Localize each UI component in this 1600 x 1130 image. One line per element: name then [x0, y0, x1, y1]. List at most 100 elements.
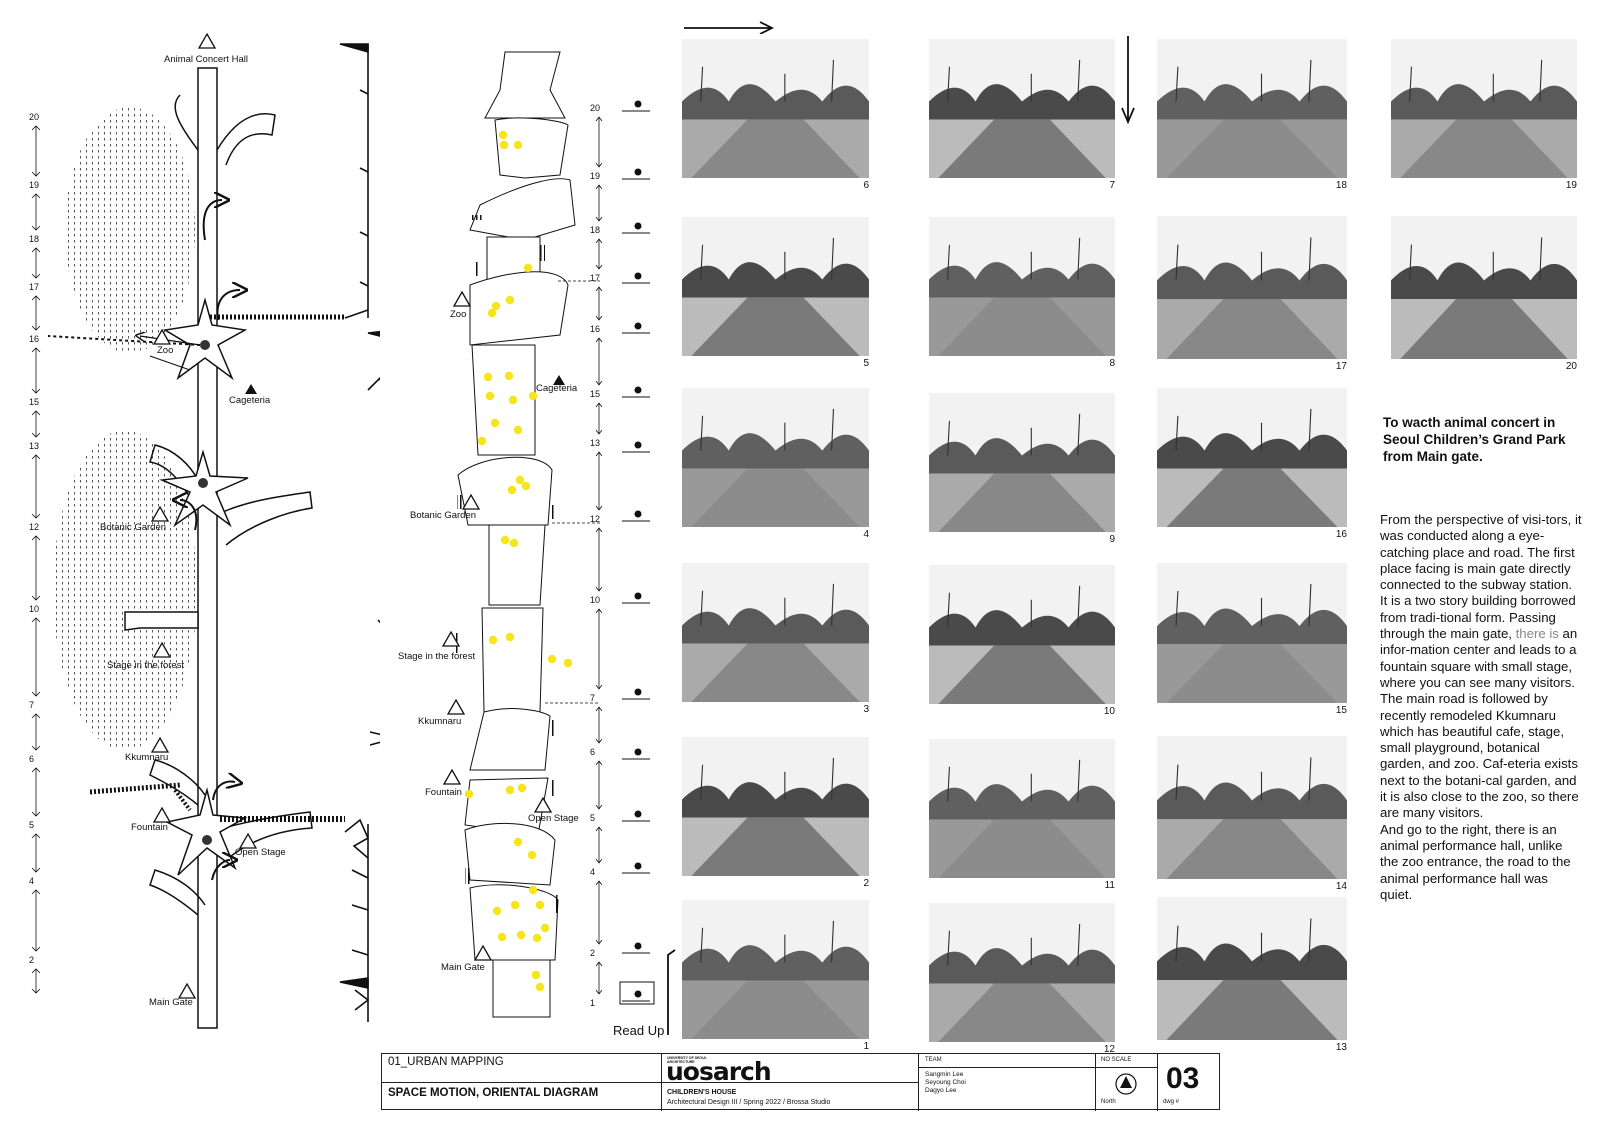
left-scale-label: 6 [29, 754, 34, 764]
visitor-dot [535, 900, 545, 910]
team-label: TEAM [925, 1057, 942, 1063]
scale-arrow [595, 286, 603, 321]
position-dot [634, 222, 642, 230]
left-scale-label: 16 [29, 334, 39, 344]
visitor-dot [487, 308, 497, 318]
scale-arrow [31, 247, 41, 279]
visitor-dot [508, 395, 518, 405]
photo-number: 20 [1565, 361, 1577, 372]
photo-number: 18 [1335, 180, 1347, 191]
position-dot [634, 942, 642, 950]
visitor-dot [510, 900, 520, 910]
site-photo [682, 39, 869, 178]
team-member: Seyoung Choi [925, 1079, 966, 1086]
left-scale-label: 7 [29, 700, 34, 710]
scale-arrow [595, 238, 603, 270]
mid-scale-label: 15 [590, 389, 600, 399]
mid-scale-label: 20 [590, 103, 600, 113]
visitor-dot [527, 850, 537, 860]
photo-number: 6 [863, 180, 869, 191]
photo-number: 17 [1335, 361, 1347, 372]
landmark-zoo: Zoo [157, 345, 173, 356]
landmark-botanic-garden: Botanic Garden [100, 522, 166, 533]
visitor-dot [483, 372, 493, 382]
visitor-dot [516, 930, 526, 940]
landmark-stage-in-forest: Stage in the forest [107, 660, 184, 671]
sequence-diagram: Zoo Cageteria Botanic Garden Stage in th… [398, 51, 676, 1038]
visitor-dot [513, 837, 523, 847]
sheet-title: SPACE MOTION, ORIENTAL DIAGRAM [388, 1087, 599, 1099]
site-photo [1157, 897, 1347, 1040]
position-dot [634, 168, 642, 176]
mid-scale-label: 7 [590, 693, 595, 703]
site-photo [929, 217, 1115, 356]
visitor-dot [528, 391, 538, 401]
triangle-icon [152, 328, 172, 345]
site-photo [682, 388, 869, 527]
site-photo [929, 393, 1115, 532]
scale-arrow [31, 617, 41, 697]
site-photo [929, 739, 1115, 878]
visitor-dot [515, 475, 525, 485]
left-scale-label: 19 [29, 180, 39, 190]
mid-scale-label: 16 [590, 324, 600, 334]
site-photo [1157, 388, 1347, 527]
mid-scale-label: 19 [590, 171, 600, 181]
landmark-cageteria: Cageteria [229, 395, 271, 406]
left-motion-diagram: Animal Concert Hall Zoo Cageteria Botani… [29, 32, 380, 1029]
photo-number: 9 [1109, 534, 1115, 545]
site-photo [929, 903, 1115, 1042]
mid-scale-label: 10 [590, 595, 600, 605]
photo-number: 10 [1103, 706, 1115, 717]
site-photo [1157, 216, 1347, 359]
mid-scale-label: 12 [590, 514, 600, 524]
north-arrow-icon [1115, 1073, 1137, 1095]
section-label: 01_URBAN MAPPING [388, 1056, 504, 1068]
visitor-dot [505, 632, 515, 642]
triangle-icon [197, 32, 217, 49]
photo-number: 11 [1104, 880, 1115, 891]
mid-label-kkumnaru: Kkumnaru [418, 716, 461, 727]
site-photo [682, 900, 869, 1039]
mid-scale-label: 1 [590, 998, 595, 1008]
site-photo [929, 39, 1115, 178]
visitor-dot [505, 785, 515, 795]
landmark-animal-concert-hall: Animal Concert Hall [164, 54, 248, 65]
triangle-icon [177, 982, 197, 999]
visitor-dot [513, 140, 523, 150]
visitor-dot [491, 301, 501, 311]
photo-number: 19 [1565, 180, 1577, 191]
mid-label-stage-in-forest: Stage in the forest [398, 651, 475, 662]
position-dot [634, 441, 642, 449]
triangle-icon [150, 736, 170, 753]
landmark-fountain: Fountain [131, 822, 168, 833]
photo-number: 3 [863, 704, 869, 715]
photo-number: 12 [1103, 1044, 1115, 1055]
site-photo [1157, 736, 1347, 879]
scale-arrow [31, 410, 41, 438]
visitor-dot [517, 783, 527, 793]
visitor-dot [464, 789, 474, 799]
left-scale-label: 4 [29, 876, 34, 886]
scale-arrow [31, 535, 41, 601]
visitor-dot [477, 436, 487, 446]
triangle-icon [152, 641, 172, 658]
position-dot [634, 510, 642, 518]
visitor-dot [523, 263, 533, 273]
scale-arrow [31, 767, 41, 817]
landmark-open-stage: Open Stage [235, 847, 286, 858]
mid-label-botanic-garden: Botanic Garden [410, 510, 476, 521]
filled-triangle-icon [553, 375, 565, 385]
project-name: CHILDREN'S HOUSE [667, 1089, 737, 1096]
triangle-icon [473, 944, 493, 961]
photo-number: 2 [863, 878, 869, 889]
photo-number: 8 [1109, 358, 1115, 369]
photo-number: 4 [863, 529, 869, 540]
photo-number: 13 [1335, 1042, 1347, 1053]
landmark-main-gate: Main Gate [149, 997, 193, 1008]
site-photo [929, 565, 1115, 704]
dwg-label: dwg # [1163, 1099, 1180, 1105]
scale-arrow [595, 116, 603, 168]
triangle-icon [533, 796, 553, 813]
course-name: Architectural Design III / Spring 2022 /… [667, 1099, 831, 1106]
